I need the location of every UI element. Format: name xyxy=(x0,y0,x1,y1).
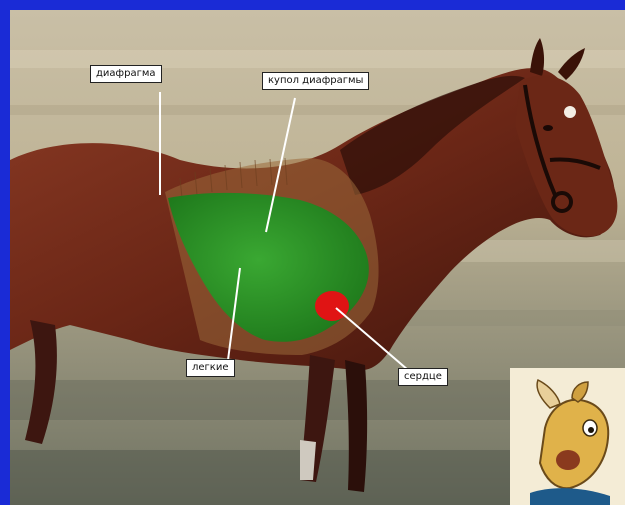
cartoon-horse-head-icon xyxy=(510,368,625,505)
cartoon-horse-inset xyxy=(510,368,625,505)
diaphragm-dome-label: купол диафрагмы xyxy=(262,72,369,90)
horse-blaze xyxy=(564,106,576,118)
diaphragm-label: диафрагма xyxy=(90,65,162,83)
heart-label: сердце xyxy=(398,368,448,386)
horse-eye xyxy=(543,125,553,131)
lungs-label: легкие xyxy=(186,359,235,377)
heart-shape xyxy=(315,291,349,321)
